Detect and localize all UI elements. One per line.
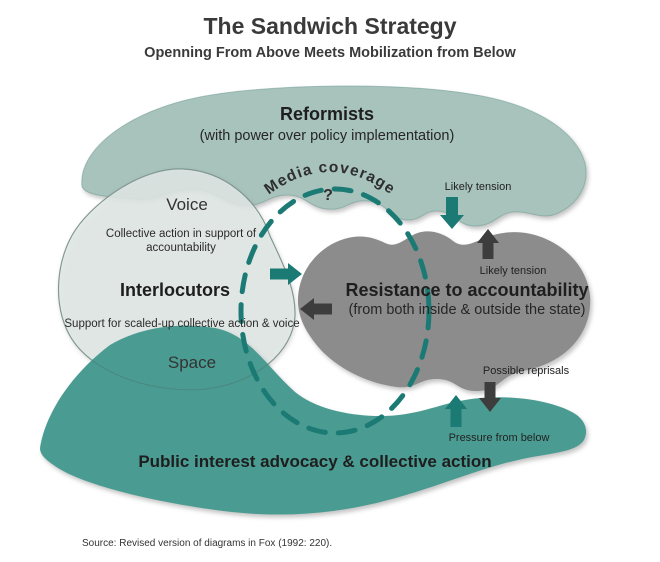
interlocutors-blob-outline [57, 168, 296, 391]
reprisals-down-arrow [479, 382, 501, 412]
page-subtitle: Openning From Above Meets Mobilization f… [144, 45, 516, 61]
tension-down-arrow [440, 197, 464, 229]
likely-tension-top-label: Likely tension [445, 181, 512, 193]
interlocutors-bottom-note: Support for scaled-up collective action … [64, 318, 299, 330]
voice-label: Voice [166, 195, 208, 214]
interlocutors-top-note-line2: accountability [146, 242, 216, 254]
tension-up-arrow [477, 229, 499, 259]
resistance-title: Resistance to accountability [345, 280, 588, 300]
interlocutors-to-resistance-arrow [270, 263, 302, 285]
page-title: The Sandwich Strategy [203, 13, 456, 39]
resistance-note: (from both inside & outside the state) [349, 302, 586, 318]
reformists-note: (with power over policy implementation) [200, 128, 455, 144]
pressure-up-arrow [445, 395, 467, 427]
space-label: Space [168, 353, 216, 372]
strategy-cycle-dashed-ellipse [238, 186, 432, 436]
reformists-title: Reformists [280, 104, 374, 124]
possible-reprisals-label: Possible reprisals [483, 365, 570, 377]
media-coverage-question-mark: ? [323, 187, 333, 204]
resistance-blob [297, 231, 591, 391]
resistance-to-interlocutors-arrow [300, 298, 332, 320]
interlocutors-title: Interlocutors [120, 280, 230, 300]
pressure-from-below-label: Pressure from below [449, 432, 550, 444]
public-advocacy-blob [40, 325, 587, 515]
interlocutors-top-note-line1: Collective action in support of [106, 228, 257, 240]
public-advocacy-title: Public interest advocacy & collective ac… [138, 452, 491, 471]
source-citation: Source: Revised version of diagrams in F… [82, 538, 332, 549]
likely-tension-right-label: Likely tension [480, 265, 547, 277]
